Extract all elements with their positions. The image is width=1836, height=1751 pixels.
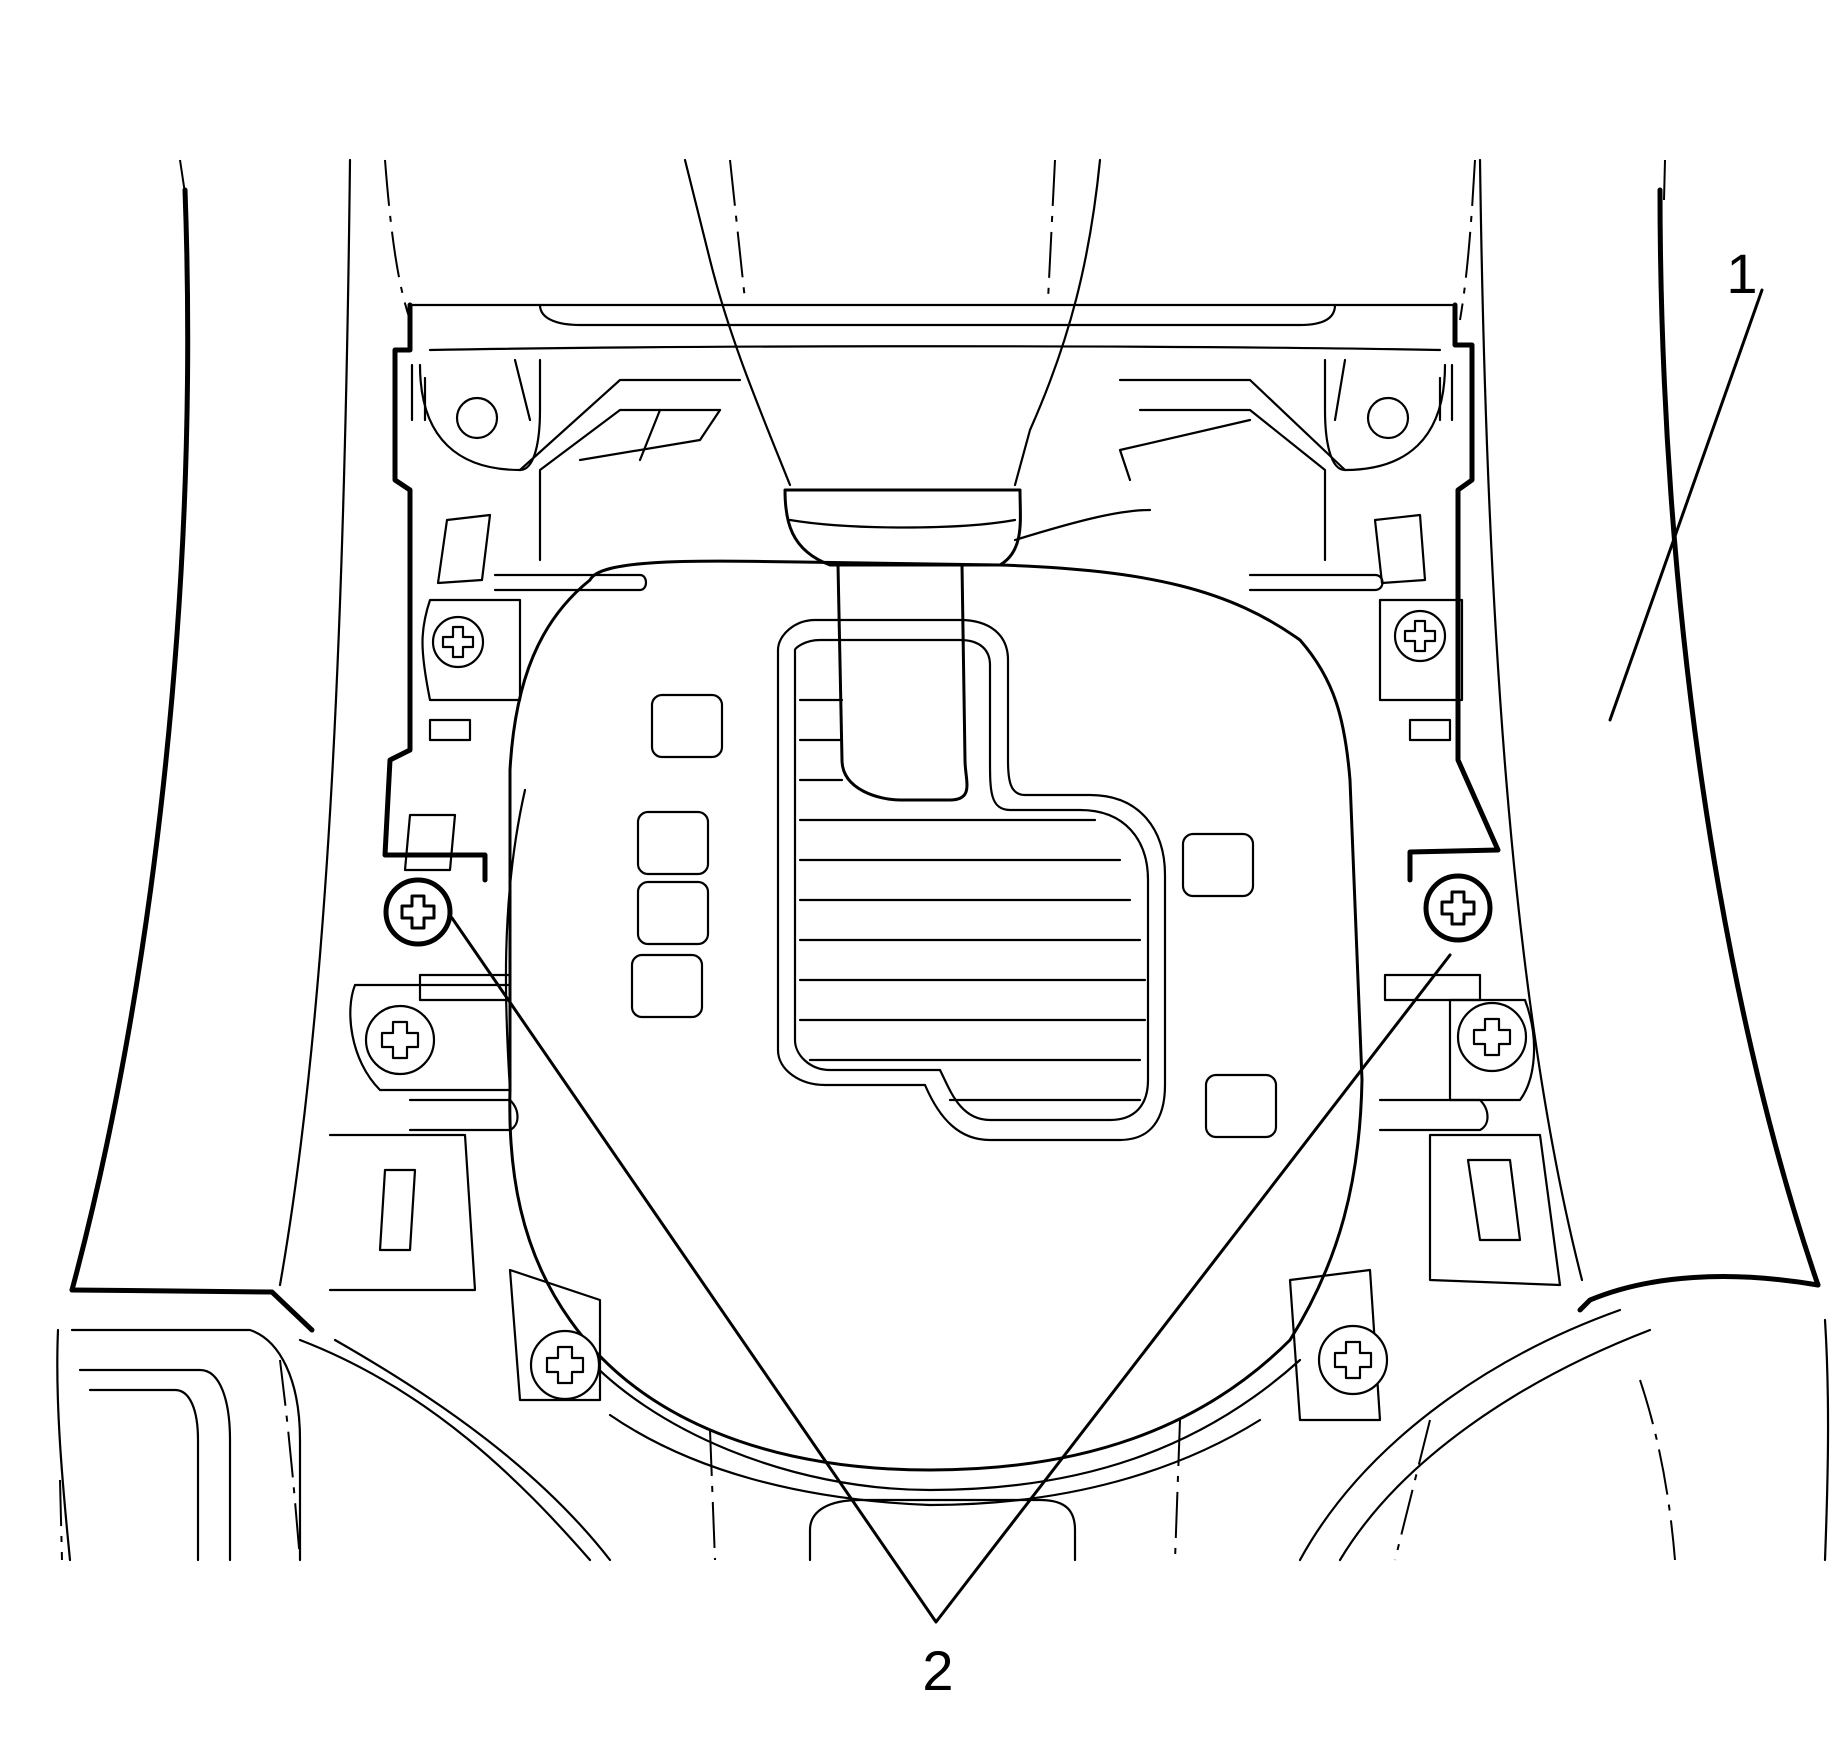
screw-lower-left xyxy=(529,1329,601,1401)
upper-bezel-frame xyxy=(382,302,1501,883)
shift-lever xyxy=(683,158,1152,802)
left-console-side-panel xyxy=(56,158,411,1562)
bezel-screw-left xyxy=(383,877,453,947)
lower-trim-structure xyxy=(70,573,1652,1562)
console-trim-panel-right xyxy=(1459,158,1830,1562)
screw-middle-left xyxy=(364,1004,436,1076)
screw-lower-right xyxy=(1317,1324,1389,1396)
shift-indicator-bezel xyxy=(504,559,1364,1507)
callout-2-leader xyxy=(450,916,1452,1624)
callout-1-leader xyxy=(1608,288,1764,722)
callout-2-label: 2 xyxy=(922,1639,953,1702)
screw-upper-left xyxy=(431,615,485,669)
callout-1-label: 1 xyxy=(1726,242,1757,305)
screw-middle-right xyxy=(1456,1001,1528,1073)
screw-upper-right xyxy=(1393,609,1447,663)
bezel-screw-right xyxy=(1423,873,1493,943)
